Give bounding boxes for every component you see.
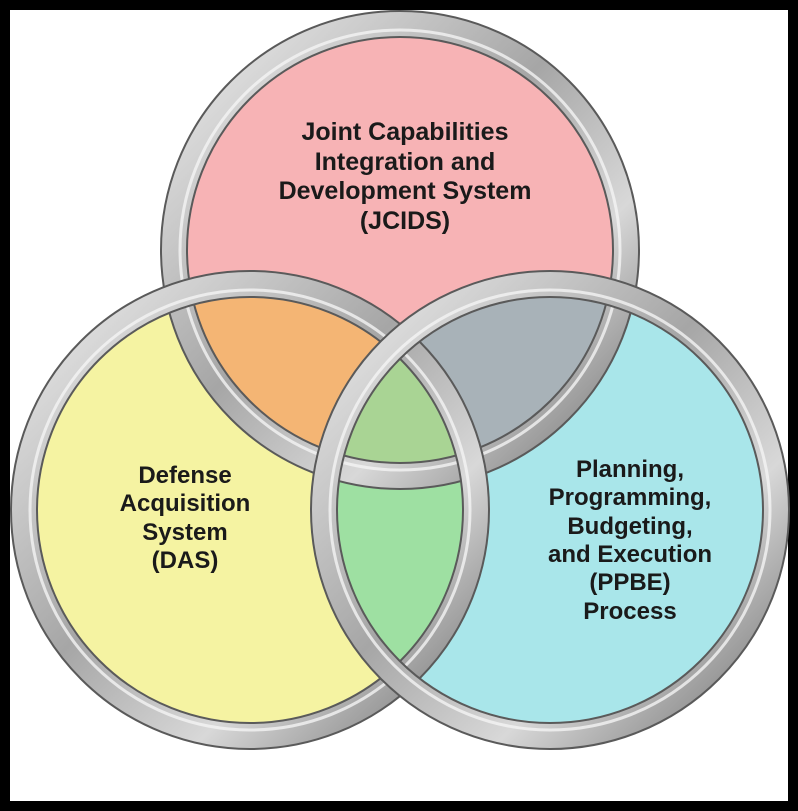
jcids-label-line: Development System (278, 177, 532, 205)
jcids-label-line: Joint Capabilities (301, 118, 509, 146)
ppbe-label-line: Planning, (576, 456, 684, 483)
ppbe-label-line: Process (583, 597, 677, 625)
das-label-line: System (142, 518, 228, 546)
das-label-line: Acquisition (119, 490, 251, 518)
das-ring (10, 270, 490, 750)
jcids-ring (160, 10, 640, 490)
jcids-label-line: Integration and (314, 147, 496, 176)
ppbe-label-line: Budgeting, (567, 512, 693, 540)
ppbe-label-line: (PPBE) (589, 569, 671, 597)
das-label-line: Defense (138, 462, 232, 489)
ppbe-ring (310, 270, 790, 750)
ppbe-label: Planning, Programming, Budgeting, and Ex… (505, 456, 755, 626)
das-label: Defense Acquisition System (DAS) (70, 462, 300, 575)
ppbe-label-line: and Execution (547, 540, 713, 568)
das-label-line: (DAS) (151, 546, 219, 574)
jcids-label-line: (JCIDS) (359, 206, 451, 235)
jcids-label: Joint Capabilities Integration and Devel… (205, 118, 605, 236)
ppbe-label-line: Programming, (548, 484, 712, 512)
